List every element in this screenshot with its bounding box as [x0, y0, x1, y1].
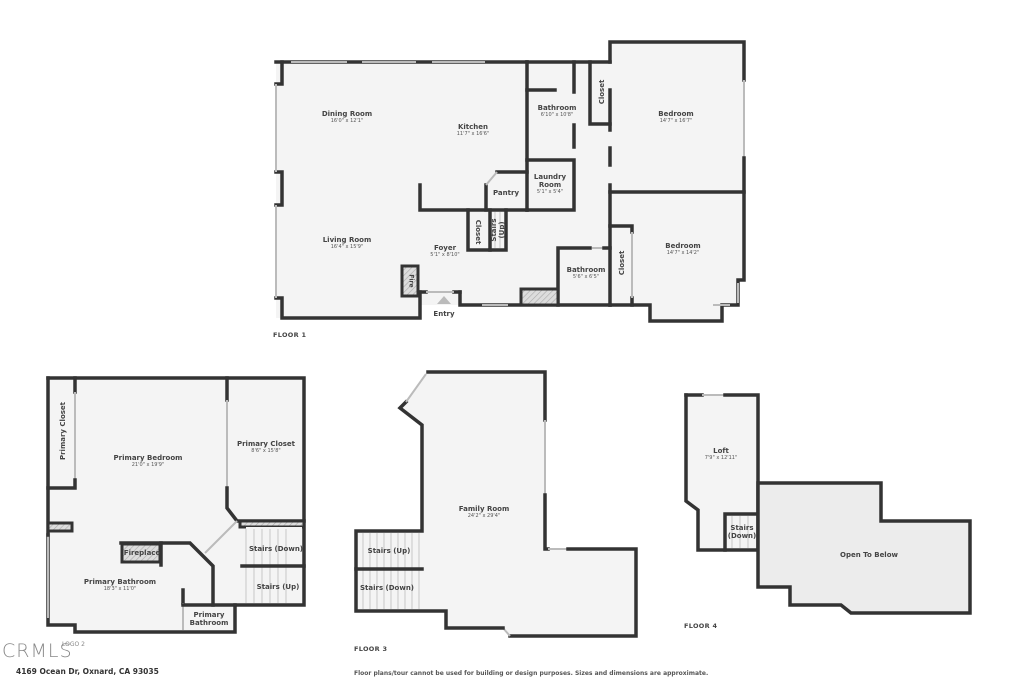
- room-bathroom-2: Bathroom 5'6" x 6'5": [566, 265, 606, 281]
- floor-1-label: FLOOR 1: [273, 331, 307, 339]
- fireplace-floor1: Fire: [407, 274, 415, 288]
- crmls-logo-sup: LOGO 2: [62, 641, 85, 648]
- room-primary-bathroom: Primary Bathroom 18'3" x 11'0": [83, 577, 157, 593]
- stairs-up-floor1: Stairs (Up): [489, 218, 506, 242]
- stairs-down-floor3: Stairs (Down): [359, 583, 415, 592]
- floor-3-label: FLOOR 3: [354, 645, 388, 653]
- room-primary-closet-right: Primary Closet 8'6" x 15'8": [236, 439, 296, 455]
- room-laundry: Laundry Room 5'1" x 5'4": [533, 172, 567, 196]
- room-pantry: Pantry: [492, 188, 520, 197]
- fireplace-floor2: Fireplace: [123, 548, 161, 557]
- room-foyer: Foyer 5'1" x 8'10": [430, 243, 460, 259]
- room-primary-closet-left: Primary Closet: [58, 401, 67, 461]
- room-dining-room: Dining Room 16'0" x 12'1": [321, 109, 373, 125]
- room-bathroom-1: Bathroom 6'10" x 10'8": [537, 103, 577, 119]
- room-bedroom-2: Bedroom 14'7" x 14'2": [665, 241, 701, 257]
- room-loft: Loft 7'9" x 12'11": [704, 446, 738, 462]
- room-closet-2: Closet: [474, 219, 483, 245]
- room-bedroom-1: Bedroom 14'7" x 16'7": [658, 109, 694, 125]
- entry-label: Entry: [433, 309, 455, 318]
- stairs-down-floor2: Stairs (Down): [248, 544, 304, 553]
- room-kitchen: Kitchen 11'7" x 16'6": [456, 122, 490, 138]
- disclaimer-text: Floor plans/tour cannot be used for buil…: [354, 670, 709, 677]
- room-primary-bedroom: Primary Bedroom 21'0" x 19'9": [113, 453, 183, 469]
- room-family-room: Family Room 24'2" x 29'4": [458, 504, 510, 520]
- floor-4-plan: [684, 393, 972, 615]
- floor-2-plan: [46, 376, 306, 634]
- floor-1-plan: [274, 40, 746, 323]
- stairs-down-floor4: Stairs (Down): [727, 523, 757, 540]
- room-living-room: Living Room 16'4" x 15'9": [322, 235, 372, 251]
- stairs-up-floor3: Stairs (Up): [367, 546, 411, 555]
- property-address: 4169 Ocean Dr, Oxnard, CA 93035: [16, 667, 159, 676]
- floor-3-plan: [354, 370, 638, 638]
- floor-4-label: FLOOR 4: [684, 622, 718, 630]
- room-closet-3: Closet: [617, 250, 626, 276]
- stairs-up-floor2: Stairs (Up): [256, 582, 300, 591]
- room-primary-bathroom-small: Primary Bathroom: [189, 610, 229, 627]
- open-to-below: Open To Below: [840, 550, 898, 559]
- crmls-logo: CRMLS: [2, 640, 73, 662]
- room-closet-1: Closet: [597, 79, 606, 105]
